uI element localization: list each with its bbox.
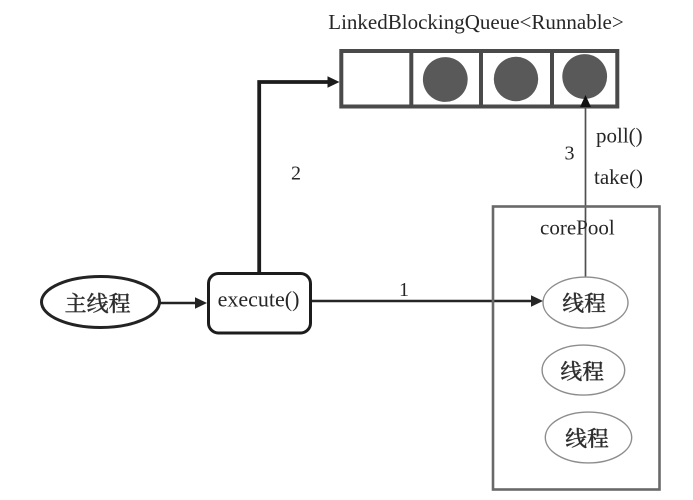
svg-text:execute(): execute() bbox=[218, 287, 300, 312]
svg-text:poll(): poll() bbox=[596, 124, 643, 148]
svg-text:2: 2 bbox=[291, 163, 301, 185]
svg-text:3: 3 bbox=[565, 143, 575, 165]
svg-text:1: 1 bbox=[399, 279, 409, 301]
svg-text:take(): take() bbox=[594, 165, 643, 189]
svg-text:LinkedBlockingQueue<Runnable>: LinkedBlockingQueue<Runnable> bbox=[328, 10, 623, 34]
svg-text:corePool: corePool bbox=[540, 216, 615, 240]
